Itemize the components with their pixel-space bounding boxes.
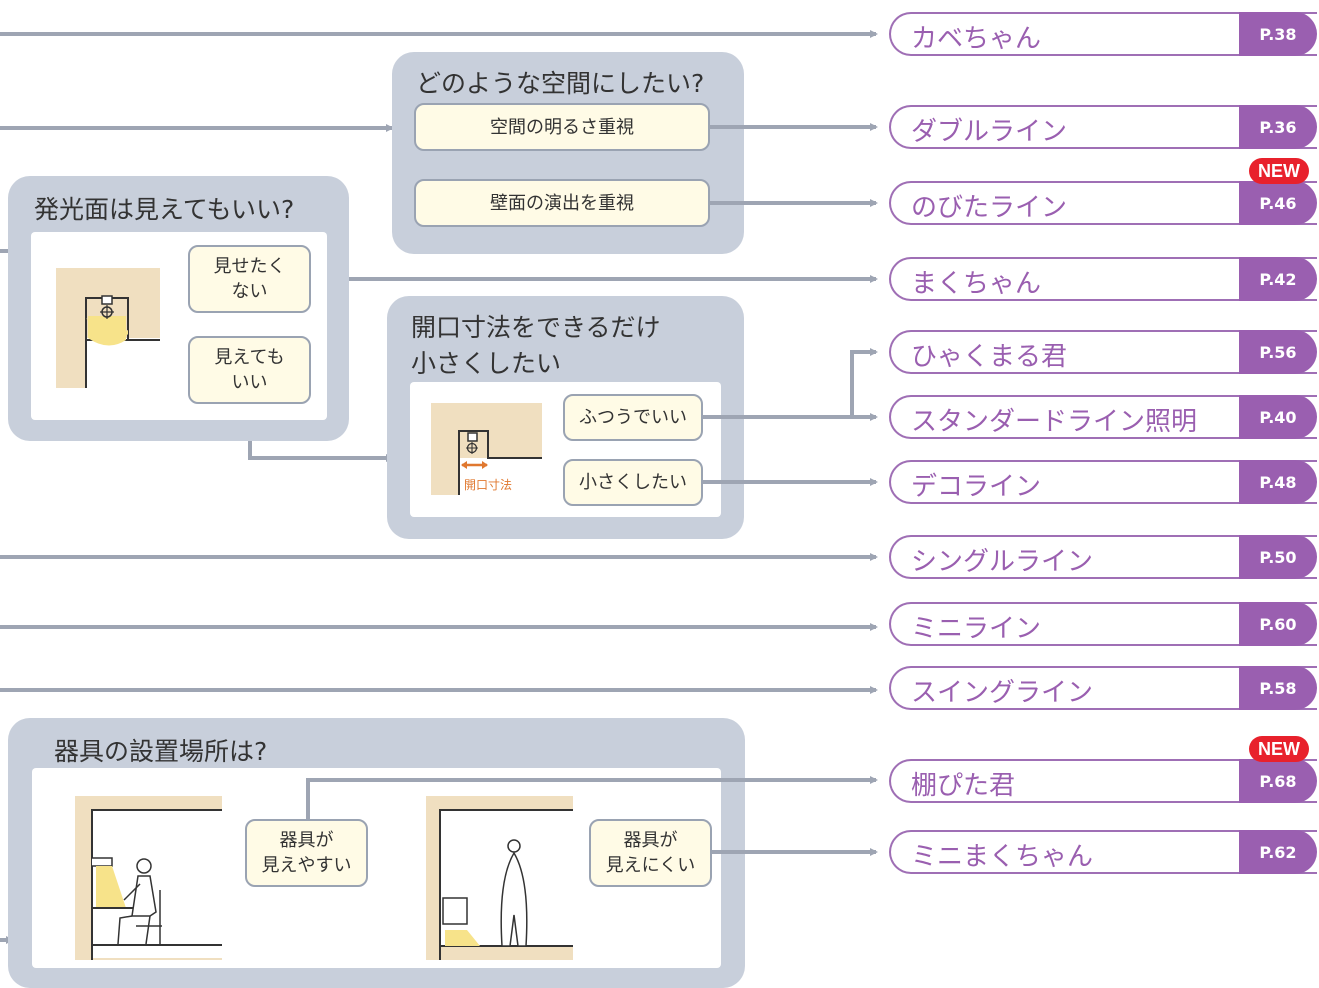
- product-page: P.40: [1239, 395, 1317, 439]
- product-name: まくちゃん: [911, 269, 1042, 299]
- new-badge-nobitaline: NEW: [1249, 158, 1309, 184]
- location-question-title: 器具の設置場所は?: [54, 737, 268, 766]
- product-page: P.50: [1239, 535, 1317, 579]
- option-do-not-show[interactable]: 見せたくない: [188, 245, 311, 313]
- product-page: P.56: [1239, 330, 1317, 374]
- product-page: P.62: [1239, 830, 1317, 874]
- product-name: のびたライン: [911, 193, 1068, 223]
- space-question-title: どのような空間にしたい?: [416, 69, 705, 98]
- product-page: P.42: [1239, 257, 1317, 301]
- product-minimakuchan[interactable]: ミニまくちゃん P.62: [889, 830, 1317, 874]
- option-wall-effect[interactable]: 壁面の演出を重視: [414, 179, 710, 227]
- product-page: P.38: [1239, 12, 1317, 56]
- product-name: カベちゃん: [911, 24, 1042, 54]
- product-name: ダブルライン: [911, 117, 1068, 147]
- product-name: スタンダードライン照明: [911, 407, 1198, 437]
- opening-dimension-label: 開口寸法: [464, 478, 513, 492]
- product-standardline[interactable]: スタンダードライン照明 P.40: [889, 395, 1317, 439]
- product-page: P.46: [1239, 181, 1317, 225]
- product-swingline[interactable]: スイングライン P.58: [889, 666, 1317, 710]
- product-nobitaline[interactable]: のびたライン P.46: [889, 181, 1317, 225]
- emission-question-title: 発光面は見えてもいい?: [34, 195, 295, 224]
- seated-person-illustration: [75, 796, 222, 960]
- standing-person-illustration: [426, 796, 573, 960]
- product-name: スイングライン: [911, 678, 1094, 708]
- option-small-size[interactable]: 小さくしたい: [563, 459, 703, 506]
- connector-visible-to-tanapita: [306, 776, 878, 820]
- product-name: ミニライン: [911, 614, 1042, 644]
- product-decoline[interactable]: デコライン P.48: [889, 460, 1317, 504]
- product-page: P.60: [1239, 602, 1317, 646]
- product-name: ひゃくまる君: [911, 342, 1068, 372]
- product-name: 棚ぴた君: [911, 771, 1016, 801]
- product-page: P.36: [1239, 105, 1317, 149]
- connector-normal-to-hyakumaru: [702, 348, 878, 419]
- opening-question-title-line2: 小さくしたい: [411, 349, 562, 378]
- product-name: ミニまくちゃん: [911, 842, 1094, 872]
- new-badge-tanapitakun: NEW: [1249, 736, 1309, 762]
- product-singleline[interactable]: シングルライン P.50: [889, 535, 1317, 579]
- product-doubleline[interactable]: ダブルライン P.36: [889, 105, 1317, 149]
- option-fixture-visible[interactable]: 器具が見えやすい: [245, 819, 368, 887]
- option-normal-size[interactable]: ふつうでいい: [563, 394, 703, 441]
- product-tanapitakun[interactable]: 棚ぴた君 P.68: [889, 759, 1317, 803]
- opening-illustration: [431, 403, 542, 495]
- product-hyakumarukun[interactable]: ひゃくまる君 P.56: [889, 330, 1317, 374]
- product-name: デコライン: [911, 472, 1042, 502]
- opening-question-title-line1: 開口寸法をできるだけ: [411, 313, 661, 342]
- option-fixture-hidden[interactable]: 器具が見えにくい: [589, 819, 712, 887]
- option-may-show[interactable]: 見えてもいい: [188, 336, 311, 404]
- product-kabechan[interactable]: カベちゃん P.38: [889, 12, 1317, 56]
- product-makuchan[interactable]: まくちゃん P.42: [889, 257, 1317, 301]
- product-name: シングルライン: [911, 547, 1094, 577]
- product-miniline[interactable]: ミニライン P.60: [889, 602, 1317, 646]
- product-page: P.58: [1239, 666, 1317, 710]
- emission-illustration: [56, 268, 160, 388]
- product-page: P.68: [1239, 759, 1317, 803]
- product-page: P.48: [1239, 460, 1317, 504]
- option-brightness[interactable]: 空間の明るさ重視: [414, 103, 710, 151]
